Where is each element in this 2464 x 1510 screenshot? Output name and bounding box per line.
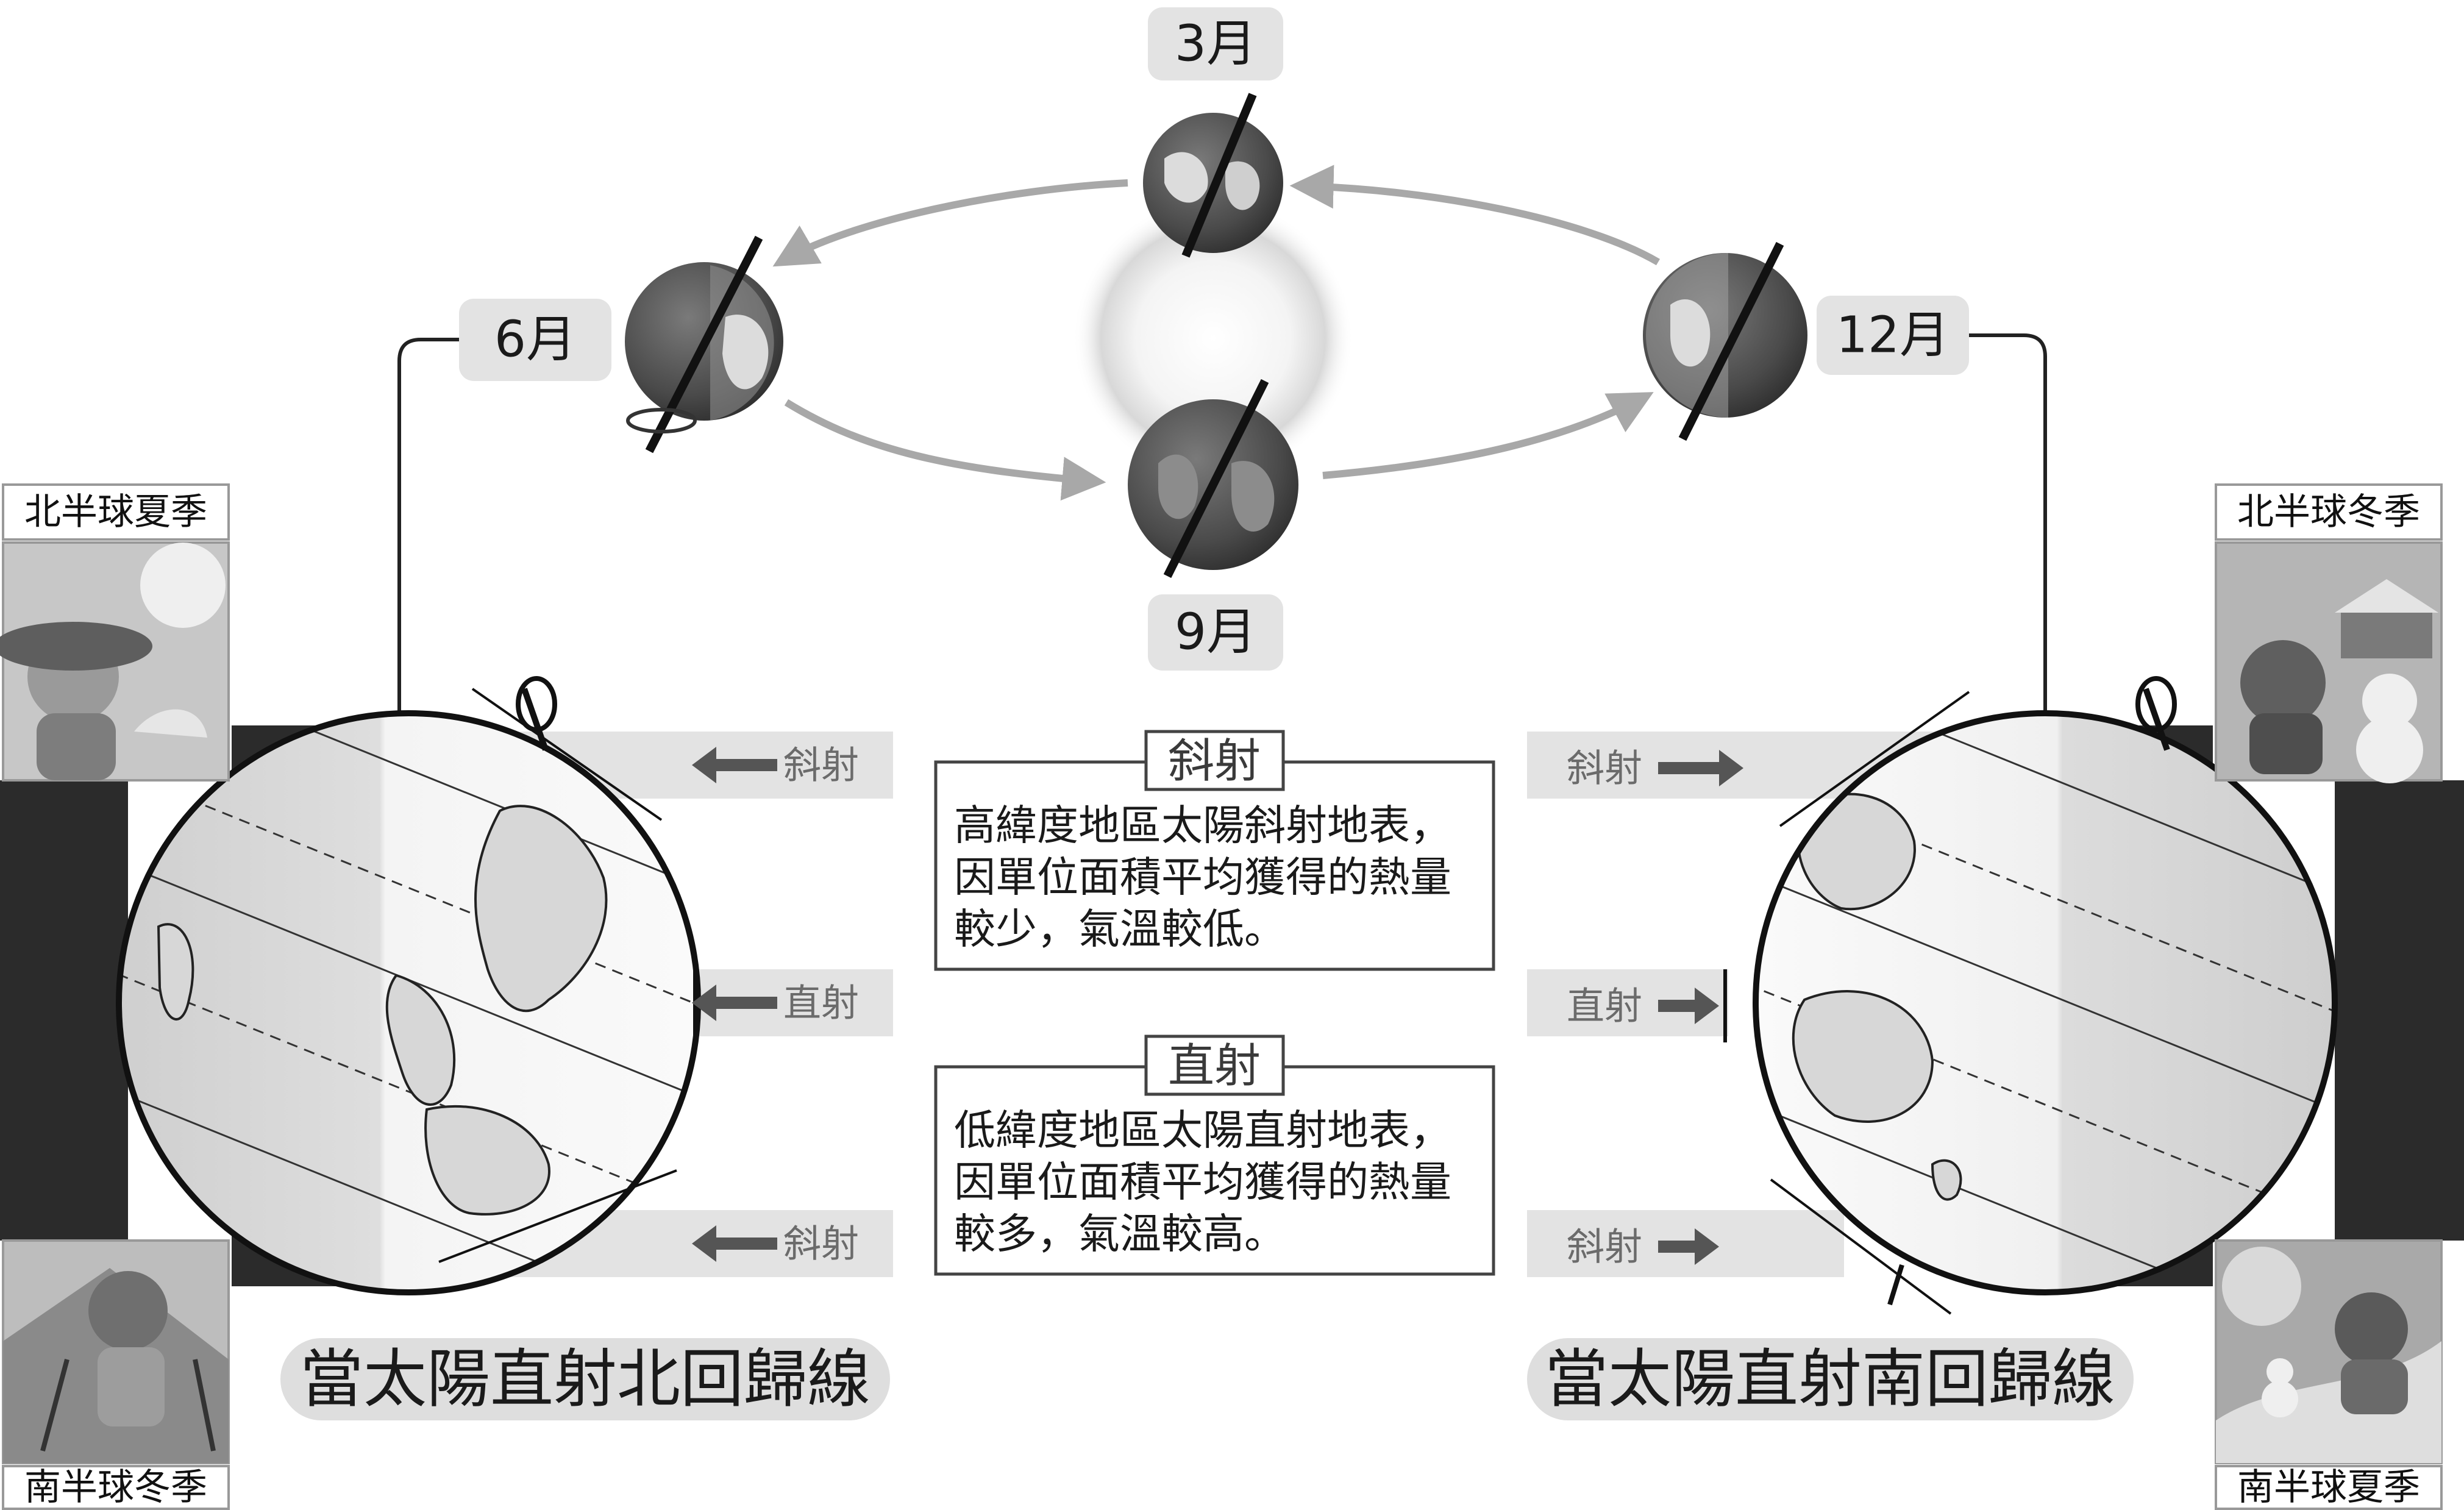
earth-december <box>1643 241 1807 441</box>
explanation-box-direct: 直射 低緯度地區太陽直射地表， 因單位面積平均獲得的熱量 較多，氣溫較高。 <box>934 1035 1495 1276</box>
svg-text:斜射: 斜射 <box>1567 1225 1642 1269</box>
svg-text:6月: 6月 <box>494 311 576 369</box>
ray-right-mid: 直射 <box>1567 984 1719 1028</box>
orbit-arrow-sep-dec <box>1322 392 1654 479</box>
svg-text:南半球夏季: 南半球夏季 <box>2237 1466 2420 1509</box>
ray-left-bottom: 斜射 <box>692 1222 859 1266</box>
svg-text:當太陽直射北回歸線: 當太陽直射北回歸線 <box>300 1342 871 1416</box>
svg-text:12月: 12月 <box>1836 307 1949 365</box>
orbit <box>772 165 1661 501</box>
svg-text:較少，氣溫較低。: 較少，氣溫較低。 <box>954 906 1286 954</box>
orbit-arrow-mar-jun <box>772 179 1128 267</box>
svg-text:9月: 9月 <box>1175 604 1256 661</box>
globe-northern-winter <box>1723 676 2338 1315</box>
orbit-arrow-jun-sep <box>784 399 1106 501</box>
svg-text:北半球冬季: 北半球冬季 <box>2237 491 2420 533</box>
arrow-icon <box>692 747 777 783</box>
sun-icon <box>1073 198 1353 479</box>
svg-text:低緯度地區太陽直射地表，: 低緯度地區太陽直射地表， <box>954 1107 1451 1155</box>
connector-june <box>397 338 459 716</box>
svg-text:較多，氣溫較高。: 較多，氣溫較高。 <box>954 1211 1286 1259</box>
arrow-icon <box>1658 750 1743 786</box>
svg-text:南半球冬季: 南半球冬季 <box>24 1466 207 1509</box>
earth-june <box>625 235 783 454</box>
month-label-december: 12月 <box>1817 296 1969 375</box>
season-panel-left-top: 北半球夏季 <box>0 483 230 782</box>
month-label-march: 3月 <box>1148 7 1283 80</box>
ray-right-top: 斜射 <box>1567 746 1743 791</box>
svg-text:斜射: 斜射 <box>783 743 859 788</box>
rotation-arrow-icon <box>2135 676 2177 732</box>
title-left: 當太陽直射北回歸線 <box>280 1338 890 1420</box>
season-panel-left-bottom: 南半球冬季 <box>2 1239 230 1510</box>
ray-left-mid: 直射 <box>692 981 859 1025</box>
month-label-june: 6月 <box>459 299 611 381</box>
rotation-arrow-icon <box>626 408 697 433</box>
explanation-box-oblique: 斜射 高緯度地區太陽斜射地表， 因單位面積平均獲得的熱量 較少，氣溫較低。 <box>934 730 1495 971</box>
svg-text:斜射: 斜射 <box>1567 746 1642 791</box>
earth-september <box>1128 379 1298 579</box>
earth-march <box>1143 93 1283 258</box>
svg-text:斜射: 斜射 <box>783 1222 859 1266</box>
svg-text:當太陽直射南回歸線: 當太陽直射南回歸線 <box>1545 1342 2115 1416</box>
arrow-icon <box>1658 988 1719 1024</box>
arrow-icon <box>1658 1228 1719 1265</box>
orbit-arrow-dec-mar <box>1289 165 1661 266</box>
svg-text:因單位面積平均獲得的熱量: 因單位面積平均獲得的熱量 <box>954 854 1451 902</box>
season-panel-right-bottom: 南半球夏季 <box>2215 1239 2443 1510</box>
svg-text:斜射: 斜射 <box>1168 734 1261 788</box>
ray-right-bottom: 斜射 <box>1567 1225 1719 1269</box>
arrow-icon <box>692 985 777 1021</box>
arrow-icon <box>692 1225 777 1262</box>
svg-text:3月: 3月 <box>1175 15 1256 73</box>
svg-text:直射: 直射 <box>1567 984 1642 1028</box>
svg-text:高緯度地區太陽斜射地表，: 高緯度地區太陽斜射地表， <box>954 802 1451 850</box>
svg-text:直射: 直射 <box>1168 1039 1261 1093</box>
rotation-arrow-icon <box>516 676 557 732</box>
ray-left-top: 斜射 <box>692 743 859 788</box>
svg-text:北半球夏季: 北半球夏季 <box>24 491 207 533</box>
svg-text:因單位面積平均獲得的熱量: 因單位面積平均獲得的熱量 <box>954 1159 1451 1207</box>
season-panel-right-top: 北半球冬季 <box>2215 483 2443 783</box>
title-right: 當太陽直射南回歸線 <box>1527 1338 2134 1420</box>
svg-text:直射: 直射 <box>783 981 859 1025</box>
connector-december <box>1969 333 2047 716</box>
month-label-september: 9月 <box>1148 594 1283 671</box>
